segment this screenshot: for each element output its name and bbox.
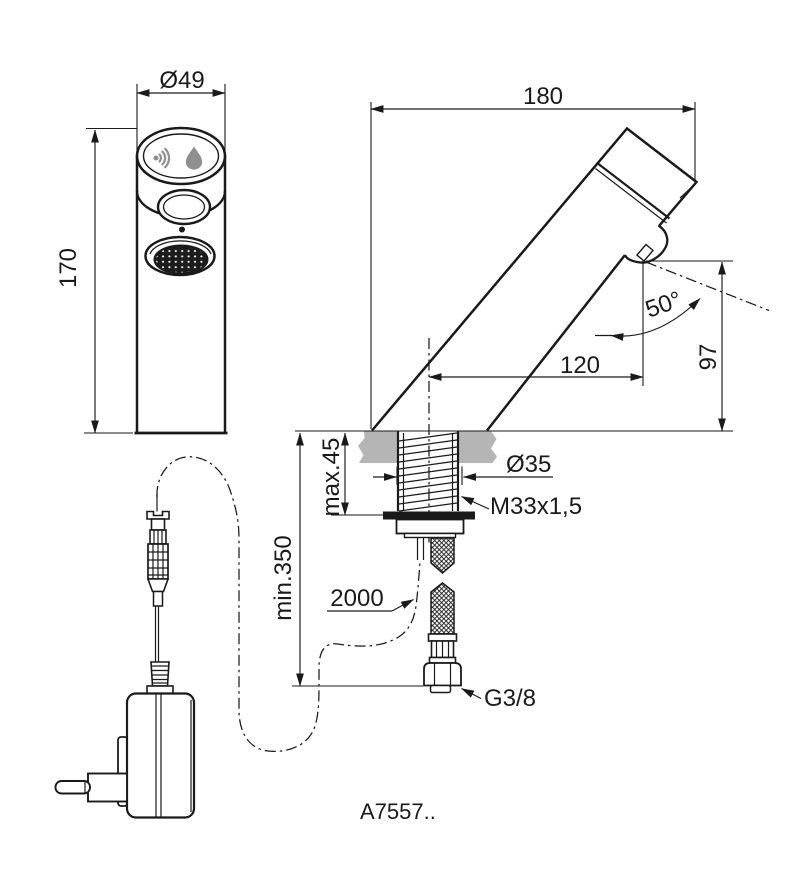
dim-label-outlet-97: 97 [695,344,722,371]
sensor-window-outer [156,188,212,226]
side-head-seam-1 [597,163,671,220]
dim-label-deck-max45: max.45 [318,438,345,517]
supply-hose [430,537,455,635]
plug-stem [152,590,164,607]
sensor-wave-arc-2 [161,150,167,166]
ext-lines-h170 [84,127,137,434]
dim-label-cable-2000: 2000 [330,585,383,612]
connector-top-flange [427,633,458,642]
mounting-nut [395,518,465,535]
power-cable-and-adapter [54,456,421,819]
ext-lines-l180 [370,102,696,429]
supply-connector [423,633,462,694]
dim-label-length-180: 180 [523,83,563,110]
aerator-mesh-dots [156,246,206,273]
front-top-face [135,126,227,186]
countertop-right [458,431,497,463]
sensor-wave-arc-3 [164,147,171,169]
cable-plug-connector [146,493,170,607]
sensor-wave-arc-1 [158,153,162,163]
dim-label-angle-50: 50° [642,286,685,323]
leader-inlet-g38 [461,687,482,700]
thread-root-lines [402,433,454,511]
mounting-flange [383,511,475,520]
threaded-shank [396,431,460,512]
leader-cable-2000 [391,598,414,612]
connector-hex-nut [423,662,462,687]
adapter-top-collar [146,685,174,695]
leader-thread-m33 [461,495,490,510]
sensor-wave-dot [153,155,159,161]
front-body-sides [135,156,227,433]
side-body-upper-edge [371,126,699,432]
sensor-window-inner [162,194,206,220]
installation-section: max.45 Ø35 M33x1,5 min.350 2000 G3/8 [270,338,733,712]
adapter-cord [154,606,160,662]
shank-sides [396,431,460,511]
front-view-dimensions: Ø49 170 [55,67,226,434]
plug-taper [146,578,170,593]
side-top-face-edge [679,181,697,199]
side-view [371,126,699,432]
aerator-front [144,235,216,277]
dim-label-reach-120: 120 [560,352,600,379]
adapter-seam [155,694,162,817]
side-body-lower-edge [486,254,626,432]
front-top-face-inner-ring [142,133,220,179]
plug-pin-base [87,772,128,803]
side-view-dimensions: 180 50° 120 97 [370,83,770,432]
side-head-seam-2 [595,168,667,224]
plug-pin [54,780,91,795]
plug-neck [150,518,166,531]
connector-tip [429,684,452,694]
spout-outlet-bump [623,224,669,264]
plug-rib-lines [153,530,163,544]
connector-ribs [435,641,450,658]
aerator-collar-arc [149,240,212,255]
countertop-left [358,431,398,463]
cable-conduit [416,537,425,560]
plug-coupling-grid [148,544,168,579]
dim-label-thread-m33: M33x1,5 [490,493,582,520]
spray-axis-centerline [645,261,770,312]
dim-arc-angle-50 [610,298,701,341]
dim-label-hole-d35: Ø35 [506,451,551,478]
dim-label-clearance-min350: min.350 [270,535,297,620]
hose-segment-lower [430,582,455,635]
spout-outlet-face [636,243,654,262]
dim-label-height-170: 170 [55,248,82,288]
power-adapter [54,661,196,819]
front-view [134,126,228,435]
dim-label-diameter-49: Ø49 [159,67,204,94]
water-drop-icon [185,146,203,170]
plug-cap [146,510,170,520]
part-number: A7557.. [360,799,436,824]
nut-step [403,532,457,539]
strain-relief-ribs [151,665,169,684]
sensor-waves-icon [153,147,171,169]
indicator-dot [179,226,185,233]
hose-segment-upper [430,537,455,574]
cable-routing-centerline [156,456,421,752]
dim-label-inlet-g38: G3/8 [484,685,536,712]
thread-hatching [398,432,458,512]
hex-nut-facets [433,663,452,686]
